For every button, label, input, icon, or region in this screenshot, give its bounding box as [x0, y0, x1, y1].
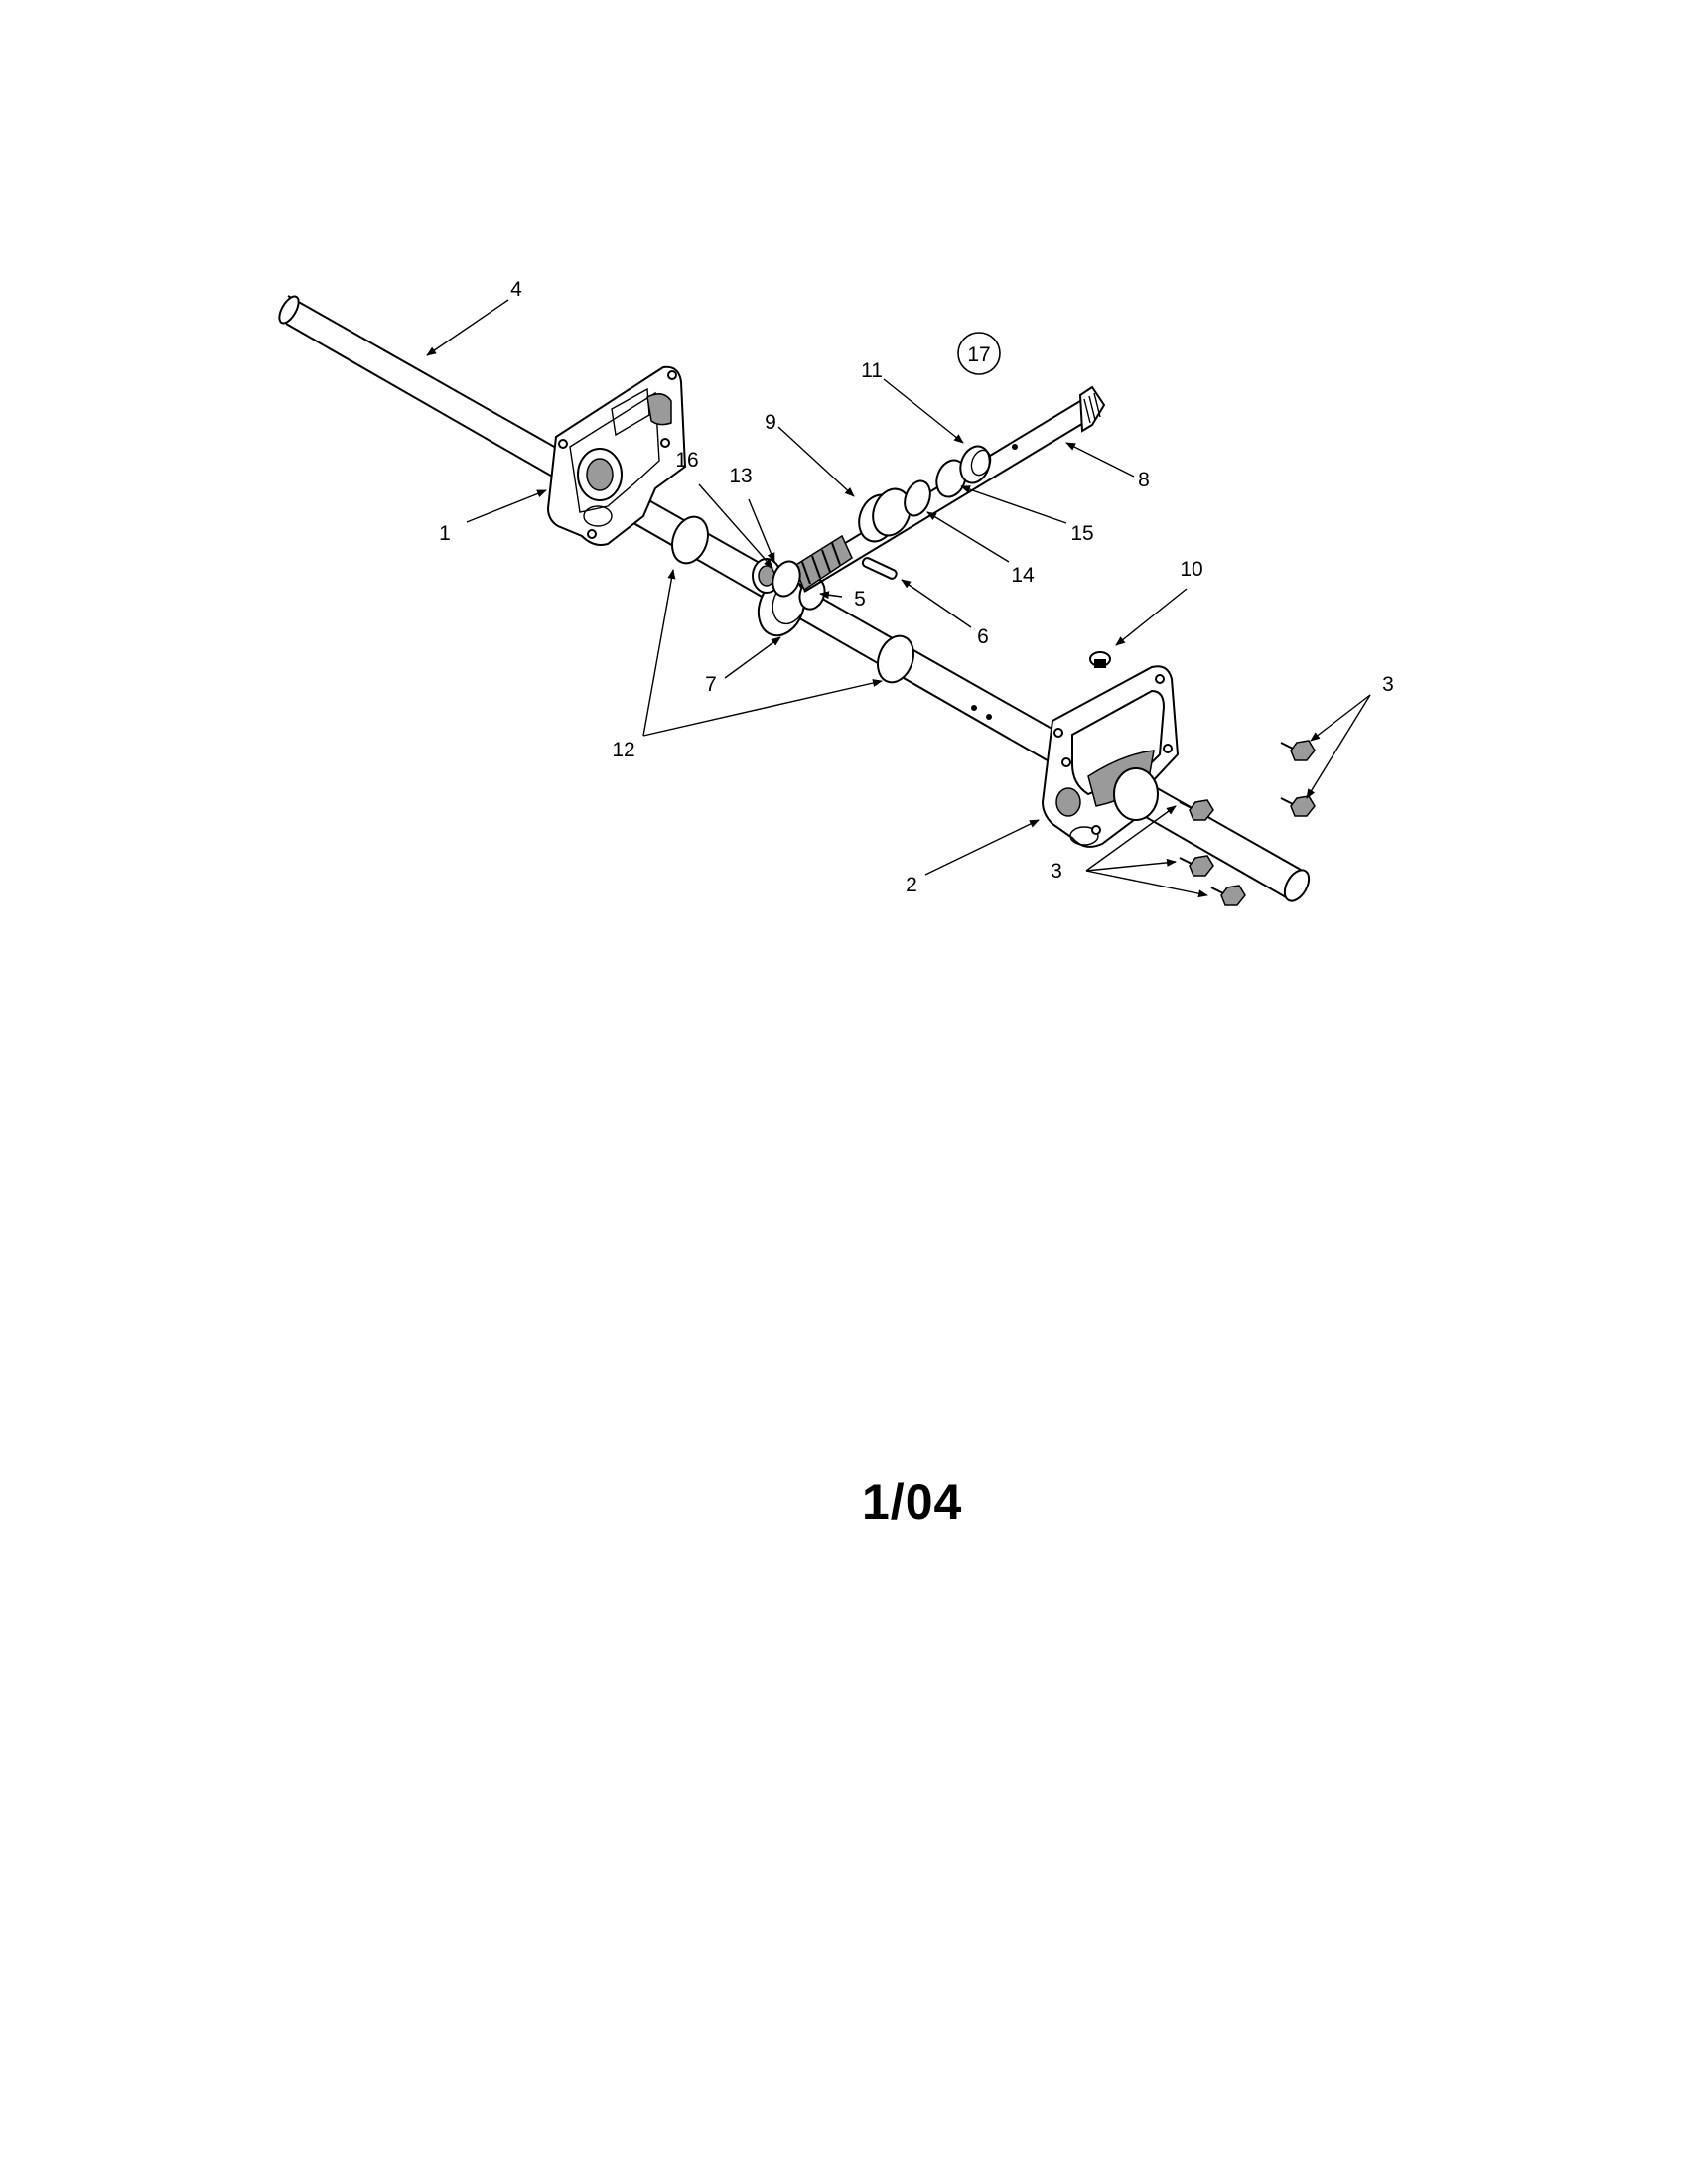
callout-8: 8	[1138, 469, 1150, 491]
callouts: 1 2 3 3 4 5 6 7 8 9 10 11 12 13 14 15 16…	[439, 278, 1394, 896]
callout-6: 6	[977, 625, 989, 648]
callout-5: 5	[854, 588, 866, 611]
callout-17-circled: 17	[957, 332, 1001, 375]
callout-17: 17	[967, 343, 990, 366]
callout-1: 1	[439, 522, 451, 545]
callout-12: 12	[612, 739, 634, 761]
callout-3-lower: 3	[1051, 860, 1062, 883]
hex-bolt	[1179, 799, 1214, 821]
worm	[793, 534, 853, 592]
callout-9: 9	[765, 411, 776, 434]
callout-14: 14	[1011, 564, 1035, 587]
callout-7: 7	[705, 673, 717, 696]
callout-11: 11	[861, 359, 883, 382]
hex-bolt	[1179, 855, 1214, 877]
hex-bolt	[1280, 795, 1316, 817]
callout-15: 15	[1070, 522, 1093, 545]
callout-13: 13	[729, 465, 752, 487]
fitting	[1089, 651, 1111, 668]
date-code: 1/04	[862, 1474, 963, 1530]
bearing-9	[858, 487, 912, 543]
roll-pin	[861, 557, 898, 580]
thrust-race-15	[935, 459, 967, 498]
hex-bolt	[1210, 885, 1246, 906]
bearing-11	[959, 445, 992, 484]
left-side-plate	[546, 365, 687, 546]
hex-bolts	[1179, 740, 1316, 906]
leader-lines	[426, 299, 1371, 898]
shaft-splines	[1083, 392, 1101, 424]
callout-16: 16	[675, 449, 698, 472]
callout-2: 2	[906, 874, 917, 896]
callout-3-upper: 3	[1382, 673, 1394, 696]
callout-10: 10	[1180, 558, 1202, 581]
right-side-plate	[1041, 665, 1180, 848]
thrust-washer-right	[877, 634, 914, 684]
bearing-16	[772, 560, 801, 598]
thrust-washer-left	[671, 515, 709, 565]
callout-4: 4	[510, 278, 522, 301]
hex-bolt	[1280, 740, 1316, 761]
thrust-washer-14	[904, 479, 931, 517]
